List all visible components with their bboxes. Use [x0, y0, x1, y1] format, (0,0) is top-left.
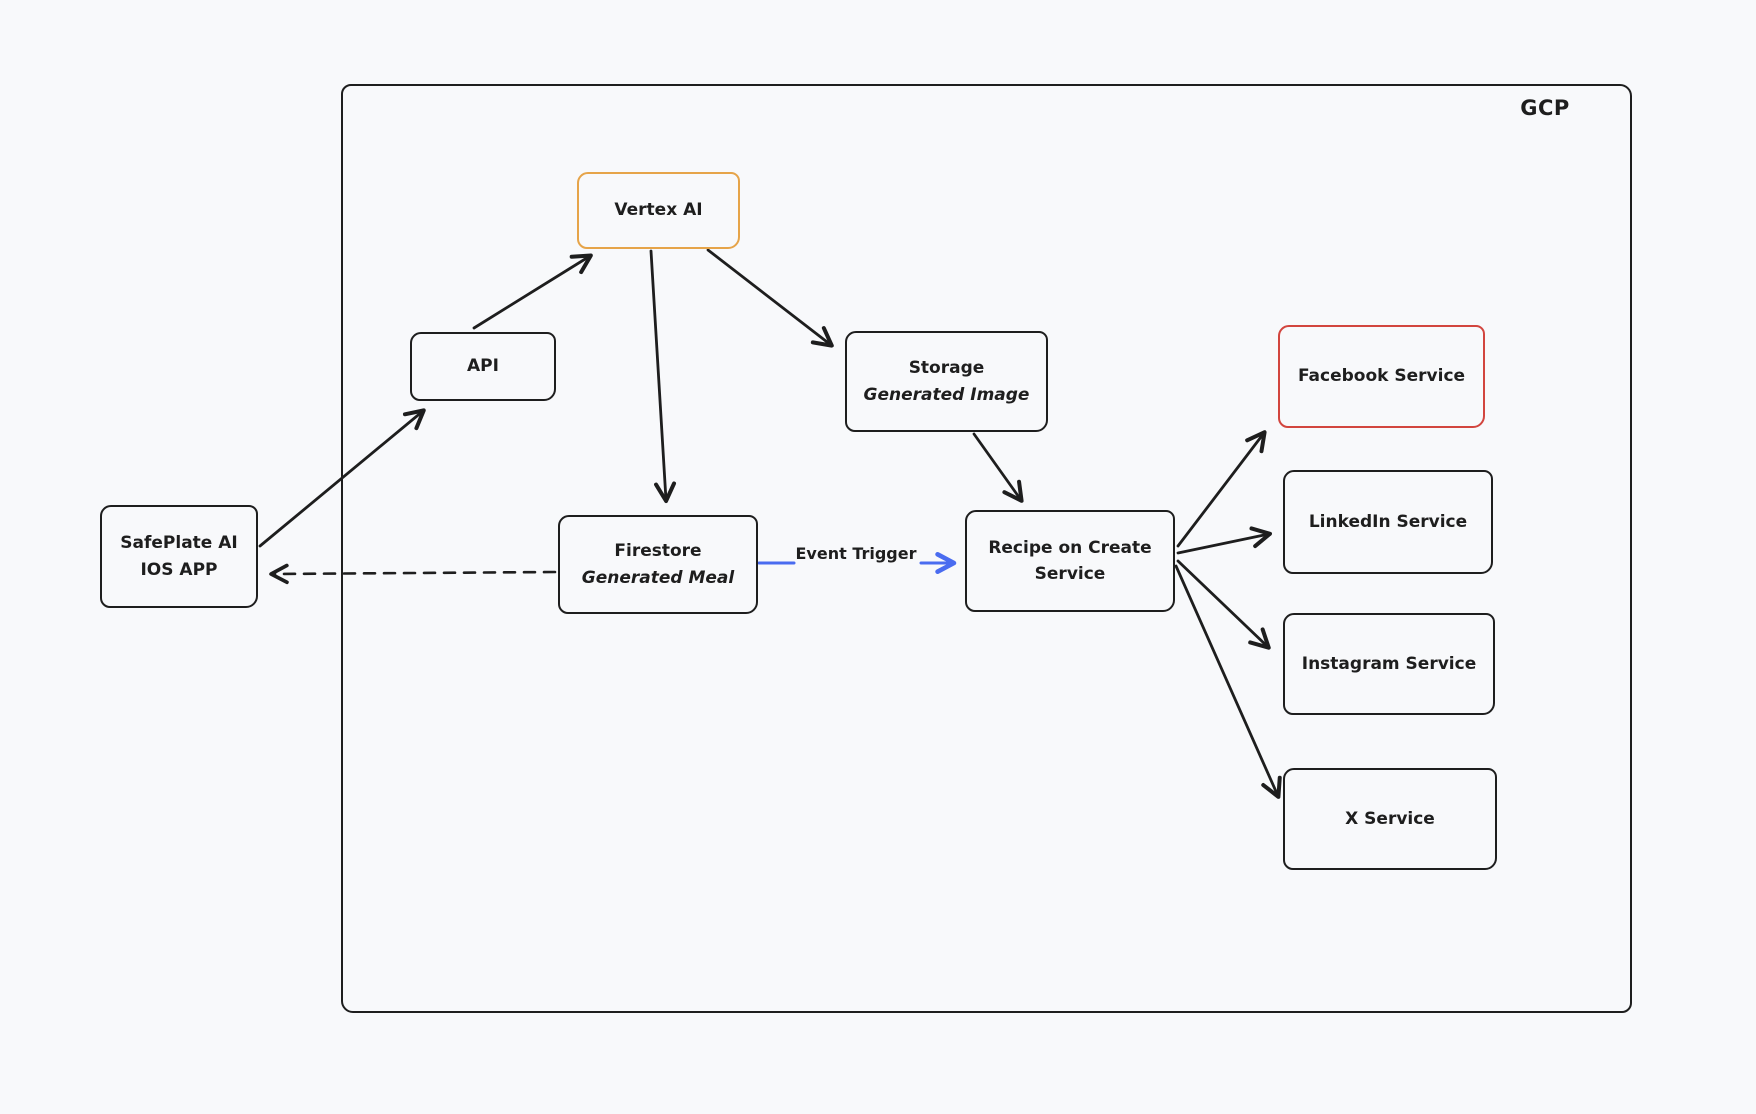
firestore-subtitle: Generated Meal: [581, 567, 735, 588]
node-linkedin-service[interactable]: LinkedIn Service: [1283, 470, 1493, 574]
instagram-service-label: Instagram Service: [1301, 653, 1477, 674]
node-instagram-service[interactable]: Instagram Service: [1283, 613, 1495, 715]
safeplate-label-line1: SafePlate AI: [120, 533, 238, 554]
firestore-title: Firestore: [614, 541, 702, 562]
gcp-container-label: GCP: [1520, 96, 1570, 120]
storage-subtitle: Generated Image: [863, 384, 1030, 405]
gcp-container[interactable]: [341, 84, 1632, 1013]
node-x-service[interactable]: X Service: [1283, 768, 1497, 870]
storage-title: Storage: [908, 358, 985, 379]
safeplate-label-line2: IOS APP: [140, 559, 218, 580]
node-recipe-on-create-service[interactable]: Recipe on Create Service: [965, 510, 1175, 612]
facebook-service-label: Facebook Service: [1297, 366, 1466, 387]
node-facebook-service[interactable]: Facebook Service: [1278, 325, 1485, 428]
node-firestore-generated-meal[interactable]: Firestore Generated Meal: [558, 515, 758, 614]
node-api[interactable]: API: [410, 332, 556, 401]
api-label: API: [467, 356, 499, 377]
recipe-label-line1: Recipe on Create: [988, 537, 1152, 558]
x-service-label: X Service: [1345, 808, 1435, 829]
vertex-ai-label: Vertex AI: [614, 200, 703, 221]
event-trigger-label: Event Trigger: [795, 544, 917, 563]
node-vertex-ai[interactable]: Vertex AI: [577, 172, 740, 249]
node-safeplate-ai-ios-app[interactable]: SafePlate AI IOS APP: [100, 505, 258, 608]
recipe-label-line2: Service: [1034, 564, 1106, 584]
linkedin-service-label: LinkedIn Service: [1308, 511, 1468, 532]
node-storage-generated-image[interactable]: Storage Generated Image: [845, 331, 1048, 432]
